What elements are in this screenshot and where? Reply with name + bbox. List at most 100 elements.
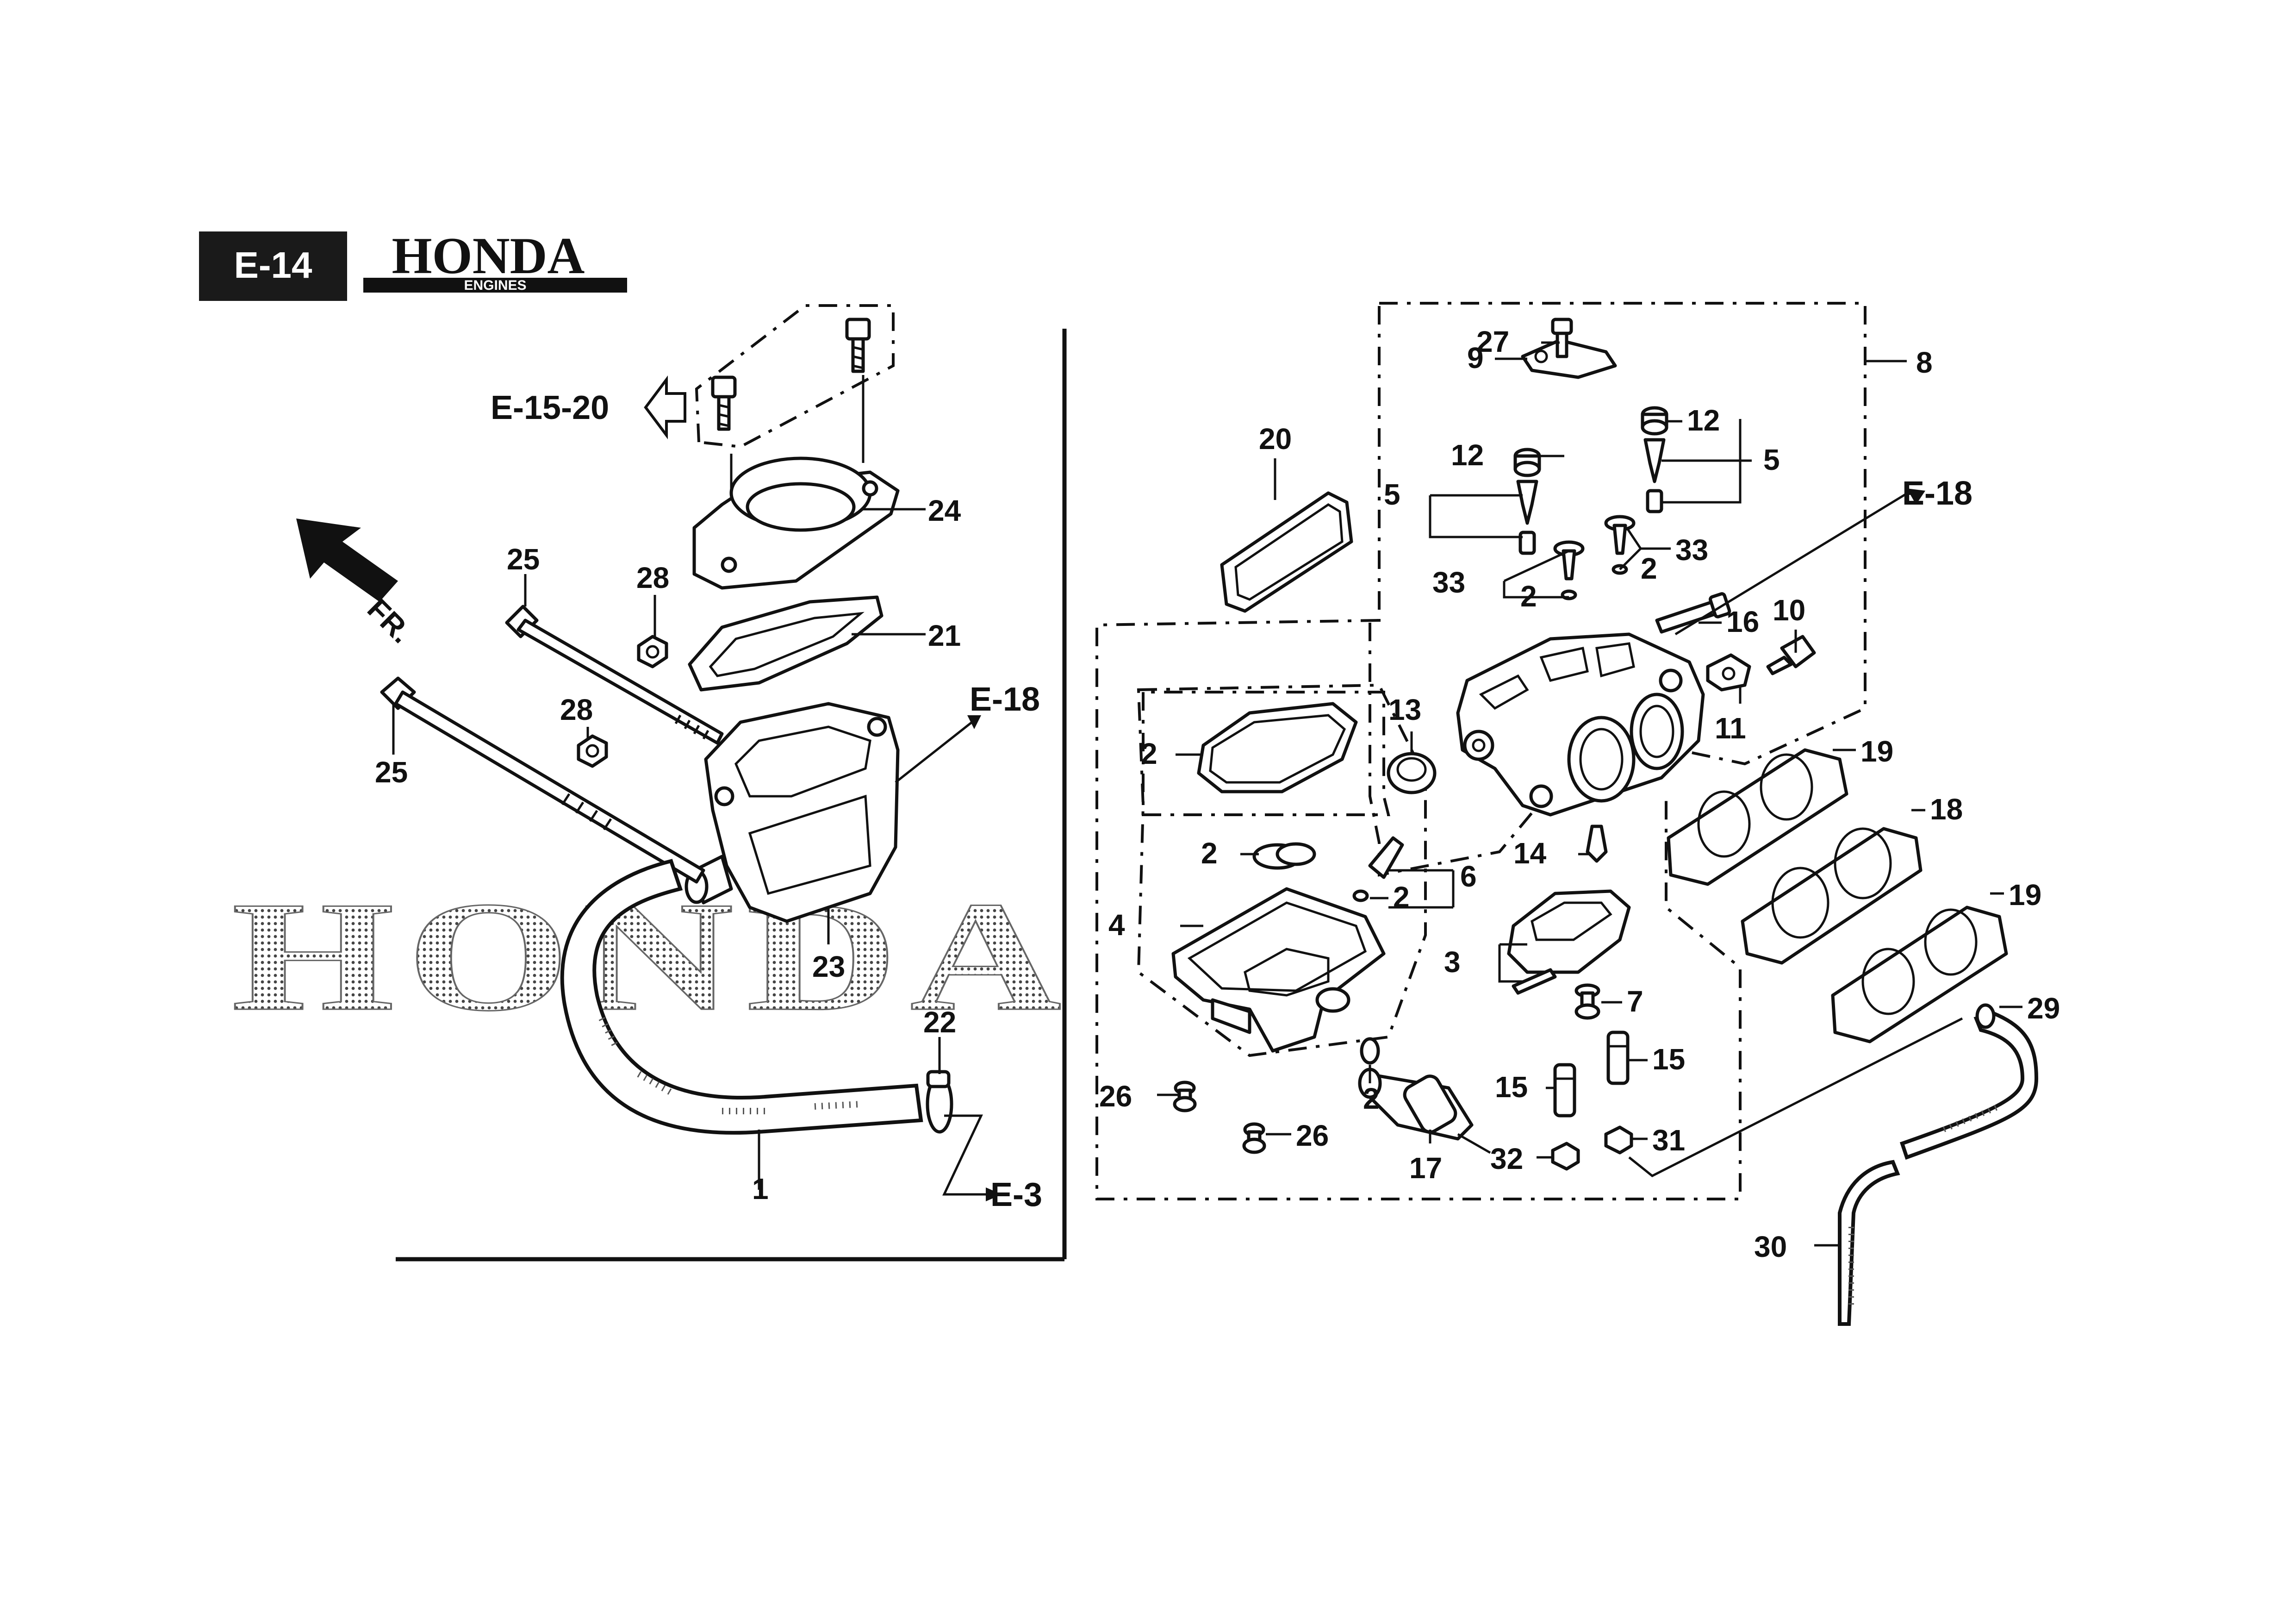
callout-33: 33 <box>1432 566 1465 599</box>
arrow-head-icon <box>986 1187 1002 1201</box>
front-direction-arrow: FR. <box>296 518 418 650</box>
part-3-float <box>1507 889 1631 995</box>
part-27-screw <box>1551 318 1573 358</box>
callout-2: 2 <box>1520 580 1537 613</box>
callout-2: 2 <box>1201 837 1218 870</box>
callout-26: 26 <box>1099 1080 1132 1113</box>
part-26-screw-lower <box>1242 1122 1266 1154</box>
fr-arrow-icon <box>296 518 398 602</box>
header: E-14 HONDA ENGINES <box>199 227 627 301</box>
part-21-gasket <box>688 595 884 692</box>
part-18-gasket <box>1741 827 1923 965</box>
xref-label: E-15-20 <box>491 389 609 426</box>
part-10-screw <box>1766 635 1816 675</box>
part-24-insulator <box>692 456 900 590</box>
callout-2: 2 <box>1141 737 1157 770</box>
callout-14: 14 <box>1513 837 1547 870</box>
callout-6: 6 <box>1460 860 1477 893</box>
xref-labels: E-15-20 E-18 E-18 E-3 <box>491 389 1972 1213</box>
callout-5: 5 <box>1763 443 1780 476</box>
brand-bar <box>363 278 627 293</box>
callout-27: 27 <box>1476 325 1509 358</box>
arrow-head-icon <box>1907 488 1925 505</box>
flange-bolt-2 <box>845 318 871 373</box>
xref-label: E-18 <box>970 681 1040 718</box>
callout-4: 4 <box>1108 908 1125 942</box>
callout-labels: 1 2 2 2 2 2 2 2 3 4 5 5 6 7 8 9 10 11 12… <box>375 325 2060 1263</box>
callout-22: 22 <box>923 1006 956 1039</box>
part-11-lever <box>1706 653 1751 692</box>
callout-16: 16 <box>1726 605 1759 638</box>
flange-bolt-1 <box>711 375 737 431</box>
part-33-jet-left <box>1553 540 1585 600</box>
callout-15: 15 <box>1495 1070 1528 1104</box>
callout-33: 33 <box>1675 533 1708 567</box>
part-8-carburetor-body <box>1456 632 1705 817</box>
hollow-arrow-icon <box>644 375 686 439</box>
honda-logo: HONDA ENGINES <box>363 227 627 293</box>
callout-11: 11 <box>1715 712 1746 745</box>
part-2-float-gasket <box>1197 702 1358 793</box>
part-15-jet-right <box>1606 1031 1630 1085</box>
part-32-nut <box>1551 1142 1580 1171</box>
callout-20: 20 <box>1259 422 1292 456</box>
bolt-group-dashed-outline <box>695 304 895 449</box>
callout-31: 31 <box>1652 1124 1685 1157</box>
callout-28: 28 <box>636 561 669 594</box>
callout-13: 13 <box>1388 693 1421 726</box>
fr-label: FR. <box>361 592 418 650</box>
part-7-screw <box>1574 983 1600 1020</box>
callout-8: 8 <box>1916 346 1933 379</box>
callout-2: 2 <box>1641 552 1657 585</box>
carburetor-kit-dashed-outline <box>1369 302 1867 877</box>
callout-5: 5 <box>1384 478 1400 511</box>
callout-25: 25 <box>375 756 408 789</box>
arrow-head-icon <box>967 715 981 729</box>
right-assembly <box>1095 302 2039 1326</box>
callout-23: 23 <box>812 950 845 983</box>
part-30-drain-tube <box>1838 1012 2039 1326</box>
callout-26: 26 <box>1296 1119 1329 1152</box>
callout-1: 1 <box>752 1172 769 1206</box>
callout-19: 19 <box>2009 878 2041 912</box>
part-26-screw-upper <box>1173 1081 1197 1112</box>
callout-2: 2 <box>1363 1082 1380 1115</box>
frame-lines <box>396 329 1067 1262</box>
part-9-plate <box>1521 338 1617 379</box>
part-25-long-bolt-upper <box>505 605 724 745</box>
part-2-small-gasket <box>1252 842 1316 870</box>
gasket-set-dashed-outline <box>1137 683 1427 1057</box>
left-leaders <box>392 508 986 1196</box>
part-12-cap-right <box>1641 406 1668 436</box>
callout-15: 15 <box>1652 1043 1685 1076</box>
part-23-intake-elbow <box>684 702 900 923</box>
part-6-float-valve <box>1352 836 1404 902</box>
callout-12: 12 <box>1451 438 1484 472</box>
callout-18: 18 <box>1930 793 1963 826</box>
part-33-jet-right <box>1604 515 1636 575</box>
part-4-float-chamber <box>1171 887 1386 1053</box>
callout-10: 10 <box>1773 593 1805 627</box>
part-12-cap-left <box>1513 448 1541 477</box>
callout-2: 2 <box>1393 881 1410 914</box>
part-22-hose-clamp <box>926 1070 953 1134</box>
callout-19: 19 <box>1860 735 1893 768</box>
part-29-clip <box>1975 1003 1996 1029</box>
part-20-gasket <box>1220 491 1353 613</box>
page-code-box <box>199 231 347 301</box>
callout-32: 32 <box>1490 1142 1523 1175</box>
callout-21: 21 <box>928 619 961 652</box>
callout-24: 24 <box>928 494 961 527</box>
callout-12: 12 <box>1687 404 1720 437</box>
brand-sub: ENGINES <box>464 278 526 293</box>
part-5-pilot-screw-right <box>1643 438 1666 513</box>
part-2-solenoid-washer <box>1360 1037 1380 1065</box>
part-31-nut <box>1604 1125 1633 1155</box>
part-16-screw-rod <box>1655 592 1731 634</box>
callout-17: 17 <box>1409 1151 1442 1185</box>
callout-30: 30 <box>1754 1230 1787 1263</box>
callout-9: 9 <box>1467 341 1484 375</box>
callout-3: 3 <box>1444 945 1461 979</box>
part-14-float-needle <box>1586 824 1608 863</box>
